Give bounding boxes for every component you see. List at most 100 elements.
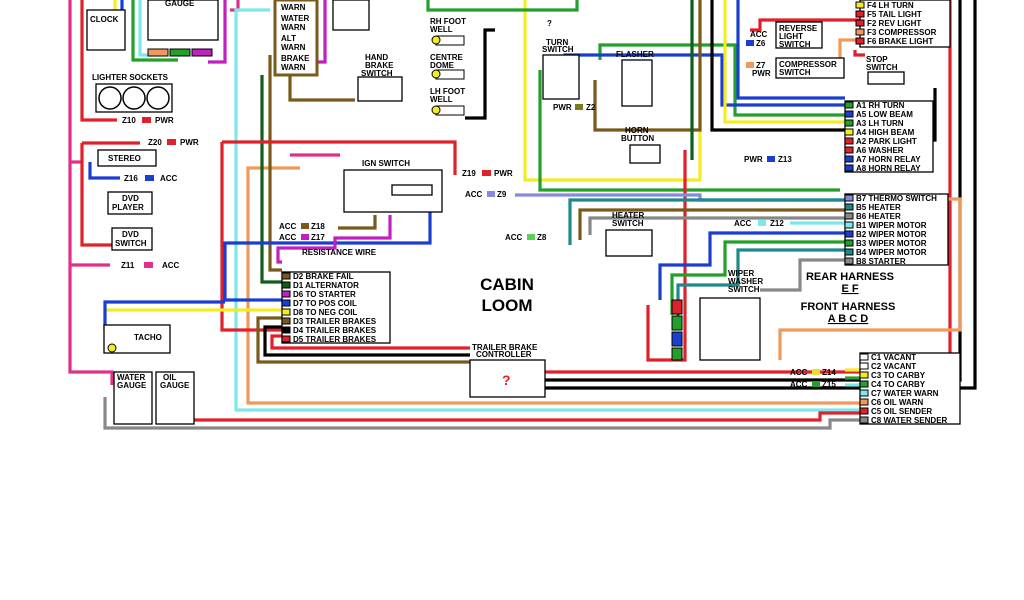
tag-acc-z14: ACC (790, 368, 808, 377)
wiper-box (699, 297, 761, 361)
pin-label: B6 HEATER (856, 212, 901, 221)
dvd-switch-label-1: DVD (122, 230, 139, 239)
connector-d-box (281, 271, 391, 344)
black-trailer-right2 (545, 0, 977, 390)
heater-label-2: SWITCH (612, 219, 644, 228)
flasher-label: FLASHER (616, 50, 654, 59)
brown-ign (338, 215, 377, 230)
fuse-z12 (758, 220, 766, 226)
clock-box (86, 9, 126, 51)
oil-gauge-label-2: GAUGE (160, 381, 190, 390)
connector-b: B7 THERMO SWITCH B5 HEATER B6 HEATER B1 … (844, 193, 949, 266)
gauge-box (147, 0, 219, 41)
pin-label: A4 HIGH BEAM (856, 128, 915, 137)
pin-label: A3 LH TURN (856, 119, 904, 128)
blue-right (736, 0, 845, 100)
tag-z20: Z20 (148, 138, 162, 147)
tag-pwr-z2: PWR (553, 103, 572, 112)
centre-dome-label-2: DOME (430, 61, 455, 70)
warn-text: WARN (281, 3, 306, 12)
fuse-z17 (301, 234, 309, 240)
pin-label: D3 TRAILER BRAKES (293, 317, 377, 326)
pin-label: A5 LOW BEAM (856, 110, 913, 119)
water-gauge-box (113, 371, 153, 425)
green-turn2 (598, 43, 845, 117)
brown-handbrake (288, 75, 355, 102)
rh-foot-bulb (431, 35, 441, 45)
tag-acc-z15: ACC (790, 380, 808, 389)
horn-box (629, 144, 661, 164)
pin-label: B1 WIPER MOTOR (856, 221, 927, 230)
socket-3 (146, 86, 170, 110)
pin-label: D1 ALTERNATOR (293, 281, 359, 290)
tacho-box (103, 324, 171, 354)
horn-label-1: HORN (625, 126, 649, 135)
stereo-box (97, 149, 157, 167)
pin (844, 146, 854, 154)
pin (859, 362, 869, 370)
gauge-label: GAUGE (165, 0, 195, 8)
gauge-pin-3 (191, 48, 213, 57)
pin-label: A1 RH TURN (856, 101, 905, 110)
pin-label: C7 WATER WARN (871, 389, 939, 398)
fuse-z20 (167, 139, 176, 145)
pin-label: A6 WASHER (856, 146, 904, 155)
brown-trailer (256, 316, 470, 364)
black-turn (710, 0, 845, 132)
pin (859, 380, 869, 388)
green-turn (538, 70, 840, 192)
pin-label: B8 STARTER (856, 257, 906, 266)
pin-label: F6 BRAKE LIGHT (867, 37, 933, 46)
resistance-wire-label: RESISTANCE WIRE (302, 248, 377, 257)
tag-acc-z16: ACC (160, 174, 178, 183)
wires (68, 0, 977, 430)
gauge-pin-1 (147, 48, 169, 57)
blue-tacho (103, 300, 225, 330)
pin (844, 230, 854, 238)
compressor-label-1: COMPRESSOR (779, 60, 837, 69)
tag-z9: Z9 (497, 190, 507, 199)
loom-title: LOOM (482, 296, 533, 315)
fuse-z7 (746, 62, 754, 68)
heater-label-1: HEATER (612, 211, 645, 220)
pin (859, 398, 869, 406)
warn-aux-box (332, 0, 370, 31)
fuse-z2 (575, 104, 583, 110)
pin-label: C6 OIL WARN (871, 398, 924, 407)
wiper-label-1: WIPER (728, 269, 754, 278)
pin (844, 128, 854, 136)
reverse-label-1: REVERSE (779, 24, 818, 33)
blue-wire-z16 (88, 162, 120, 180)
heater-box (605, 229, 653, 257)
tag-z12: Z12 (770, 219, 784, 228)
magenta-ign (276, 215, 392, 264)
turn-switch-label-1: TURN (546, 38, 568, 47)
horn-label-2: BUTTON (621, 134, 654, 143)
rear-harness-sub: E F (841, 283, 858, 295)
rear-harness-label: REAR HARNESS (806, 271, 894, 283)
magenta-warn (318, 0, 327, 64)
warn-panel-labels: WARN WATER WARN ALT WARN BRAKE WARN (281, 3, 310, 72)
reverse-label-2: LIGHT (779, 32, 803, 41)
lighter-sockets-label: LIGHTER SOCKETS (92, 73, 169, 82)
dome-bulb (431, 69, 441, 79)
pin-label: D5 TRAILER BRAKES (293, 335, 377, 344)
ign-switch-pin-block (391, 184, 433, 196)
connector-c-box (859, 352, 961, 425)
trailer-label-2: CONTROLLER (476, 350, 532, 359)
connector-c: C1 VACANT C2 VACANT C3 TO CARBY C4 TO CA… (859, 352, 961, 425)
pin-label: C1 VACANT (871, 353, 916, 362)
tag-z2: Z2 (586, 103, 596, 112)
flasher-box (621, 59, 653, 107)
pin-label: B4 WIPER MOTOR (856, 248, 927, 257)
stop-label-2: SWITCH (866, 63, 898, 72)
pin-label: D4 TRAILER BRAKES (293, 326, 377, 335)
green-wiper (670, 240, 845, 315)
pin (844, 101, 854, 109)
tag-z10: Z10 (122, 116, 136, 125)
pin-label: D6 TO STARTER (293, 290, 356, 299)
pin (844, 212, 854, 220)
tag-z11: Z11 (121, 261, 135, 270)
fuse-z18 (301, 223, 309, 229)
lh-foot-label-1: LH FOOT (430, 87, 465, 96)
